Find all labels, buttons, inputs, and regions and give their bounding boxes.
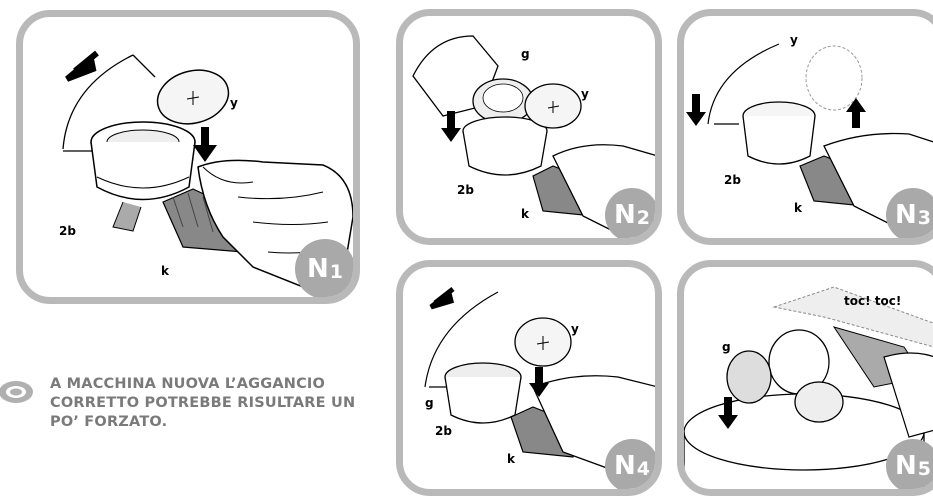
label-y: y: [581, 87, 589, 101]
down-arrow-icon: [193, 127, 217, 162]
label-g: g: [425, 396, 434, 410]
label-g: g: [521, 47, 530, 61]
sound-label: toc! toc!: [844, 294, 901, 308]
down-arrow-icon: [686, 94, 706, 126]
up-arrow-icon: [846, 98, 866, 128]
label-2b: 2b: [457, 183, 474, 197]
label-k: k: [521, 207, 530, 221]
label-2b: 2b: [724, 173, 741, 187]
warning-pill-icon: [0, 374, 36, 410]
label-y: y: [571, 322, 579, 336]
label-k: k: [161, 264, 170, 278]
label-g: g: [722, 340, 731, 354]
label-y: y: [230, 96, 238, 110]
label-k: k: [794, 201, 803, 215]
rotate-arrow-icon: [431, 289, 453, 307]
label-2b: 2b: [59, 224, 76, 238]
rotate-arrow-icon: [67, 53, 97, 79]
label-2b: 2b: [435, 424, 452, 438]
label-k: k: [507, 452, 516, 466]
label-y: y: [790, 33, 798, 47]
note-text: A MACCHINA NUOVA L’AGGANCIO CORRETTO POT…: [50, 375, 380, 432]
